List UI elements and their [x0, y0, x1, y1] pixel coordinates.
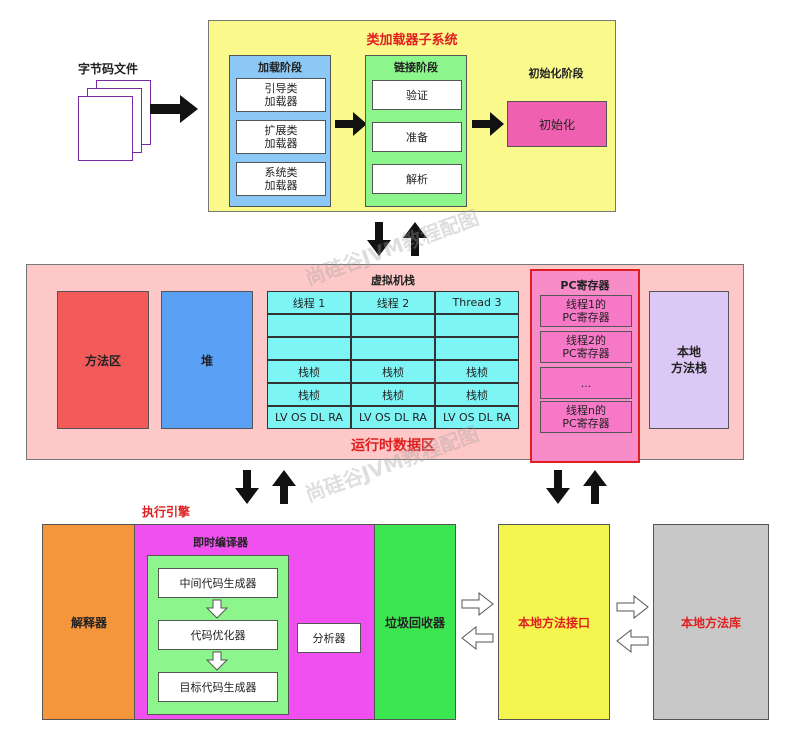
arrow-right-icon — [335, 112, 367, 136]
pc-register-item: 线程2的 PC寄存器 — [540, 331, 632, 363]
vm-stack: 线程 1 栈桢 栈桢 LV OS DL RA 线程 2 栈桢 栈桢 LV OS … — [267, 291, 519, 429]
jit-pipeline: 中间代码生成器 代码优化器 目标代码生成器 — [147, 555, 289, 715]
extension-loader: 扩展类 加载器 — [236, 120, 326, 154]
stack-frame: 栈桢 — [435, 383, 519, 406]
stack-frame: 栈桢 — [267, 360, 351, 383]
pc-register-item: ... — [540, 367, 632, 399]
stack-cell — [351, 314, 435, 337]
frame-detail: LV OS DL RA — [351, 406, 435, 429]
pc-register: PC寄存器 线程1的 PC寄存器 线程2的 PC寄存器 ... 线程n的 PC寄… — [530, 269, 640, 463]
init-phase-title: 初始化阶段 — [528, 67, 584, 80]
native-method-stack: 本地 方法栈 — [649, 291, 729, 429]
frame-detail: LV OS DL RA — [435, 406, 519, 429]
linking-phase-title: 链接阶段 — [394, 61, 438, 74]
bytecode-file-icon — [78, 80, 158, 170]
arrow-right-icon — [461, 591, 494, 617]
jit-compiler-title: 即时编译器 — [193, 536, 248, 549]
pc-register-title: PC寄存器 — [560, 279, 610, 292]
loading-phase-title: 加载阶段 — [258, 61, 302, 74]
stack-frame: 栈桢 — [267, 383, 351, 406]
verify-step: 验证 — [372, 80, 462, 110]
bytecode-label: 字节码文件 — [78, 62, 139, 76]
stack-cell — [351, 337, 435, 360]
stack-cell — [435, 337, 519, 360]
runtime-title: 运行时数据区 — [351, 438, 435, 454]
arrow-up-icon — [403, 222, 427, 256]
execution-engine-title: 执行引擎 — [142, 505, 191, 519]
garbage-collector: 垃圾回收器 — [374, 524, 456, 720]
stack-cell — [435, 314, 519, 337]
arrow-up-icon — [583, 470, 607, 504]
arrow-right-icon — [616, 594, 649, 620]
stack-frame: 栈桢 — [435, 360, 519, 383]
thread-header: 线程 2 — [351, 291, 435, 314]
arrow-down-icon — [205, 599, 229, 619]
runtime-data-area: 方法区 堆 虚拟机栈 线程 1 栈桢 栈桢 LV OS DL RA 线程 2 栈… — [26, 264, 744, 463]
loading-phase: 加载阶段 引导类 加载器 扩展类 加载器 系统类 加载器 — [229, 55, 331, 207]
thread-header: 线程 1 — [267, 291, 351, 314]
arrow-left-icon — [461, 625, 494, 651]
init-box: 初始化 — [507, 101, 607, 147]
frame-detail: LV OS DL RA — [267, 406, 351, 429]
prepare-step: 准备 — [372, 122, 462, 152]
arrow-down-icon — [546, 470, 570, 504]
vm-stack-title: 虚拟机栈 — [371, 274, 415, 287]
classloader-title: 类加载器子系统 — [366, 33, 458, 48]
heap: 堆 — [161, 291, 253, 429]
arrow-down-icon — [367, 222, 391, 256]
pc-register-item: 线程n的 PC寄存器 — [540, 401, 632, 433]
arrow-up-icon — [272, 470, 296, 504]
arrow-down-icon — [235, 470, 259, 504]
bootstrap-loader: 引导类 加载器 — [236, 78, 326, 112]
interpreter: 解释器 — [42, 524, 136, 720]
stack-cell — [267, 337, 351, 360]
stack-frame: 栈桢 — [351, 383, 435, 406]
arrow-right-icon — [150, 95, 198, 123]
native-method-interface: 本地方法接口 — [498, 524, 610, 720]
intermediate-code-generator: 中间代码生成器 — [158, 568, 278, 598]
arrow-down-icon — [205, 651, 229, 671]
jit-compiler: 即时编译器 中间代码生成器 代码优化器 目标代码生成器 分析器 — [134, 524, 376, 720]
linking-phase: 链接阶段 验证 准备 解析 — [365, 55, 467, 207]
classloader-subsystem: 类加载器子系统 加载阶段 引导类 加载器 扩展类 加载器 系统类 加载器 链接阶… — [208, 20, 616, 212]
system-loader: 系统类 加载器 — [236, 162, 326, 196]
arrow-left-icon — [616, 628, 649, 654]
native-method-library: 本地方法库 — [653, 524, 769, 720]
stack-frame: 栈桢 — [351, 360, 435, 383]
target-code-generator: 目标代码生成器 — [158, 672, 278, 702]
arrow-right-icon — [472, 112, 504, 136]
method-area: 方法区 — [57, 291, 149, 429]
code-optimizer: 代码优化器 — [158, 620, 278, 650]
resolve-step: 解析 — [372, 164, 462, 194]
stack-cell — [267, 314, 351, 337]
analyzer: 分析器 — [297, 623, 361, 653]
pc-register-item: 线程1的 PC寄存器 — [540, 295, 632, 327]
thread-header: Thread 3 — [435, 291, 519, 314]
